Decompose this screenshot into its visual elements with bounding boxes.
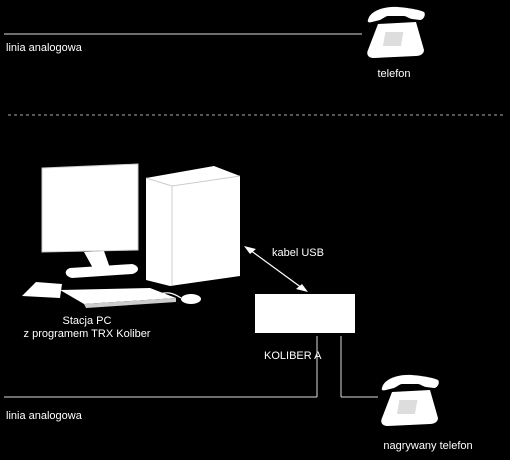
- pc-label-line1: Stacja PC: [62, 315, 112, 327]
- usb-cable-double-arrow-icon: [244, 246, 308, 292]
- recorded-phone-label: nagrywany telefon: [383, 440, 473, 452]
- device-label: KOLIBER A: [264, 350, 322, 362]
- keyboard-icon: [22, 282, 176, 308]
- top-line-label: linia analogowa: [6, 42, 82, 54]
- top-telephone-icon: [367, 6, 425, 58]
- pc-label-line2: z programem TRX Koliber: [23, 328, 151, 340]
- mouse-cable: [159, 292, 182, 299]
- bottom-line-label: linia analogowa: [6, 410, 82, 422]
- computer-tower-icon: [145, 166, 241, 286]
- computer-monitor-icon: [41, 163, 139, 278]
- mouse-icon: [181, 294, 201, 304]
- koliber-device-box: [255, 294, 355, 333]
- recorded-telephone-icon: [381, 374, 439, 426]
- top-phone-label: telefon: [377, 68, 411, 80]
- usb-cable-label: kabel USB: [272, 247, 324, 259]
